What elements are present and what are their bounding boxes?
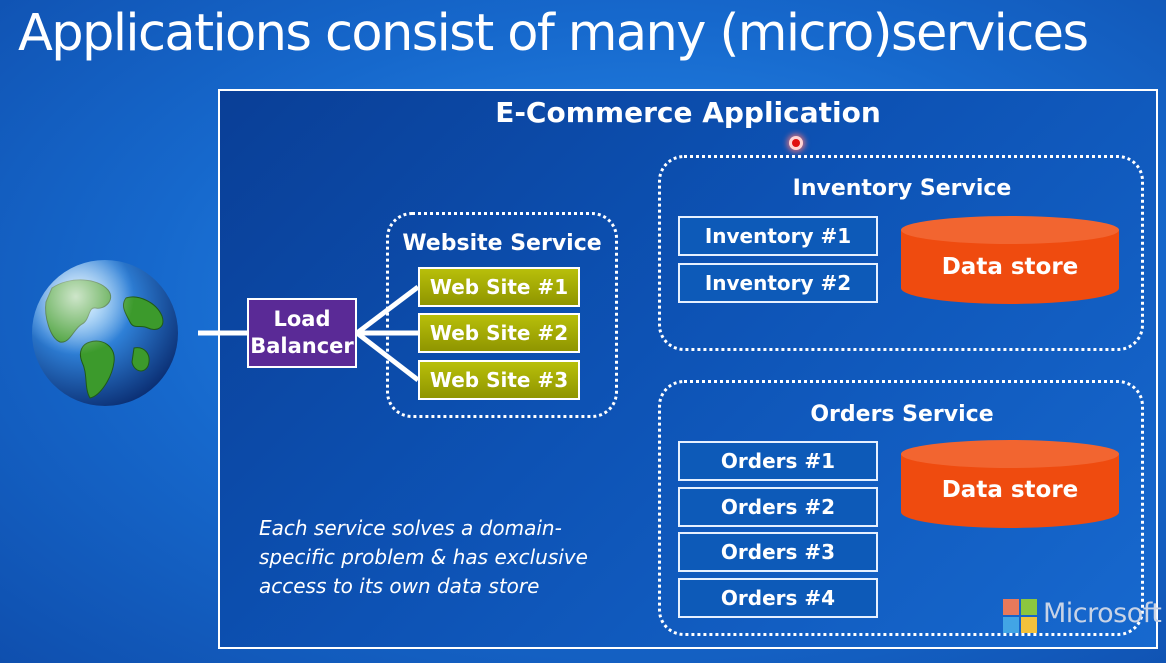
orders-data-store-label: Data store <box>941 477 1079 503</box>
inventory-node-2: Inventory #2 <box>678 263 878 303</box>
orders-node-1: Orders #1 <box>678 441 878 481</box>
description-note: Each service solves a domain-specific pr… <box>259 516 588 598</box>
website-service-title: Website Service <box>402 231 602 256</box>
website-service-group <box>386 212 618 418</box>
globe-icon <box>32 260 178 406</box>
load-balancer-label-line2: Balancer <box>250 334 354 358</box>
inventory-data-store-cylinder <box>901 216 1119 304</box>
website-node-1: Web Site #1 <box>418 267 580 307</box>
website-node-3: Web Site #3 <box>418 360 580 400</box>
orders-data-store-cylinder <box>901 440 1119 528</box>
orders-node-4: Orders #4 <box>678 578 878 618</box>
inventory-data-store-label: Data store <box>941 254 1079 280</box>
orders-service-title: Orders Service <box>810 402 994 427</box>
orders-service-group <box>658 380 1144 636</box>
application-title: E-Commerce Application <box>495 96 881 129</box>
microsoft-logo-icon <box>1003 599 1037 633</box>
website-node-2: Web Site #2 <box>418 313 580 353</box>
load-balancer-label-line1: Load <box>273 307 331 331</box>
inventory-node-1: Inventory #1 <box>678 216 878 256</box>
orders-node-3: Orders #3 <box>678 532 878 572</box>
inventory-service-group <box>658 155 1144 351</box>
pointer-dot-icon <box>789 136 803 150</box>
microsoft-logo-text: Microsoft <box>1043 598 1162 629</box>
slide-title: Applications consist of many (micro)serv… <box>18 4 1089 63</box>
inventory-service-title: Inventory Service <box>792 176 1012 201</box>
load-balancer-box: Load Balancer <box>247 298 357 368</box>
orders-node-2: Orders #2 <box>678 487 878 527</box>
